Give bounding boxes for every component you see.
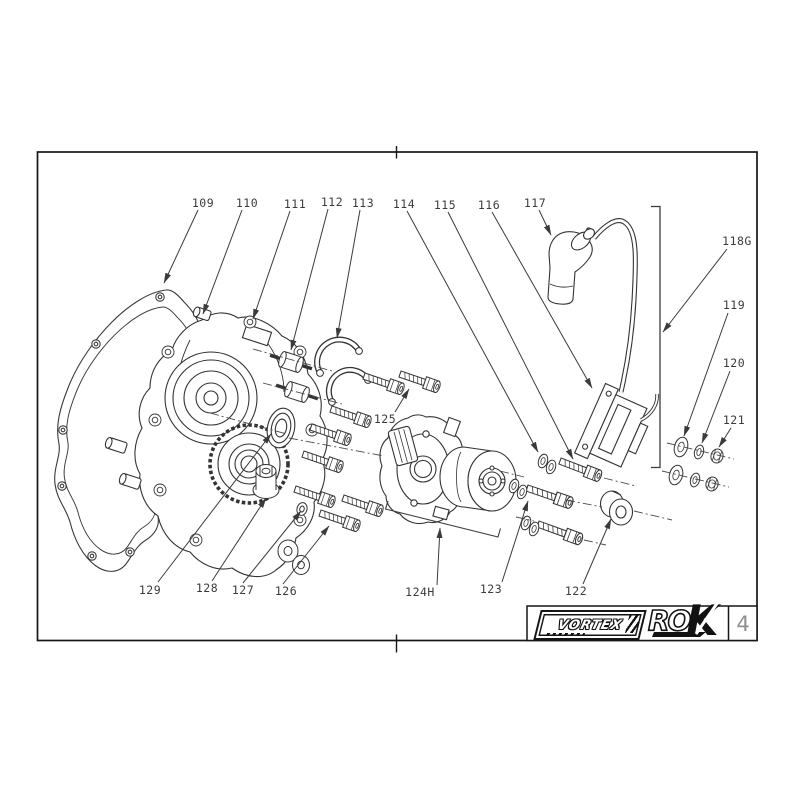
- part-label-110: 110: [235, 196, 259, 210]
- part-label-126: 126: [274, 584, 298, 598]
- part-label-125: 125: [373, 412, 397, 426]
- vortex-logo: VORTEX: [533, 610, 647, 640]
- vortex-logo-stripes: [625, 615, 641, 633]
- bolt: [317, 506, 362, 533]
- part-label-128: 128: [195, 581, 219, 595]
- cover-stud: [104, 436, 128, 454]
- bolt: [535, 517, 585, 547]
- part-label-117: 117: [523, 196, 547, 210]
- rok-logo: RO K: [647, 596, 722, 644]
- ignition-cover: [104, 306, 328, 578]
- drawing-frame: [36, 146, 758, 653]
- vortex-logo-dots: [546, 633, 586, 636]
- part-label-109: 109: [191, 196, 215, 210]
- washer-pair: [536, 453, 559, 475]
- washer-nut-row: [666, 463, 721, 493]
- spark-plug-wire: [585, 218, 638, 393]
- part-label-114: 114: [392, 197, 416, 211]
- flanged-nut: [252, 464, 280, 499]
- part-label-129: 129: [138, 583, 162, 597]
- ignition-coil: [573, 382, 649, 468]
- oil-seal: [266, 407, 296, 449]
- group-bracket-124h: [384, 500, 502, 538]
- part-label-119: 119: [722, 298, 746, 312]
- part-label-115: 115: [433, 198, 457, 212]
- part-label-113: 113: [351, 196, 375, 210]
- part-label-112: 112: [320, 195, 344, 209]
- part-label-124h: 124H: [405, 585, 435, 599]
- stator-plate: [379, 414, 466, 525]
- bolt: [557, 454, 604, 483]
- part-label-120: 120: [722, 356, 746, 370]
- center-axis-lines: [209, 348, 735, 546]
- part-label-121: 121: [722, 413, 746, 427]
- bolt: [340, 491, 385, 518]
- flywheel-rotor: [439, 446, 517, 512]
- part-label-116: 116: [477, 198, 501, 212]
- part-label-118g: 118G: [722, 234, 752, 248]
- cover-stud: [118, 472, 142, 490]
- bolt: [524, 481, 575, 510]
- vortex-logo-text: VORTEX: [556, 617, 624, 633]
- coil-lead-wire: [640, 393, 659, 422]
- bracket-118g: [651, 205, 661, 469]
- part-label-122: 122: [564, 584, 588, 598]
- bolt: [328, 402, 373, 429]
- wire-clip: [314, 336, 363, 377]
- part-label-127: 127: [231, 583, 255, 597]
- bolt: [397, 367, 442, 394]
- rok-logo-ro: RO: [648, 604, 691, 637]
- page-number: 4: [736, 611, 750, 636]
- spark-plug-cap: [547, 228, 595, 305]
- part-label-111: 111: [283, 197, 307, 211]
- washer-nut-row: [671, 435, 726, 465]
- cover-small-washers: [277, 539, 310, 575]
- part-label-123: 123: [479, 582, 503, 596]
- bushing: [599, 490, 634, 526]
- leader-lines: [157, 208, 732, 586]
